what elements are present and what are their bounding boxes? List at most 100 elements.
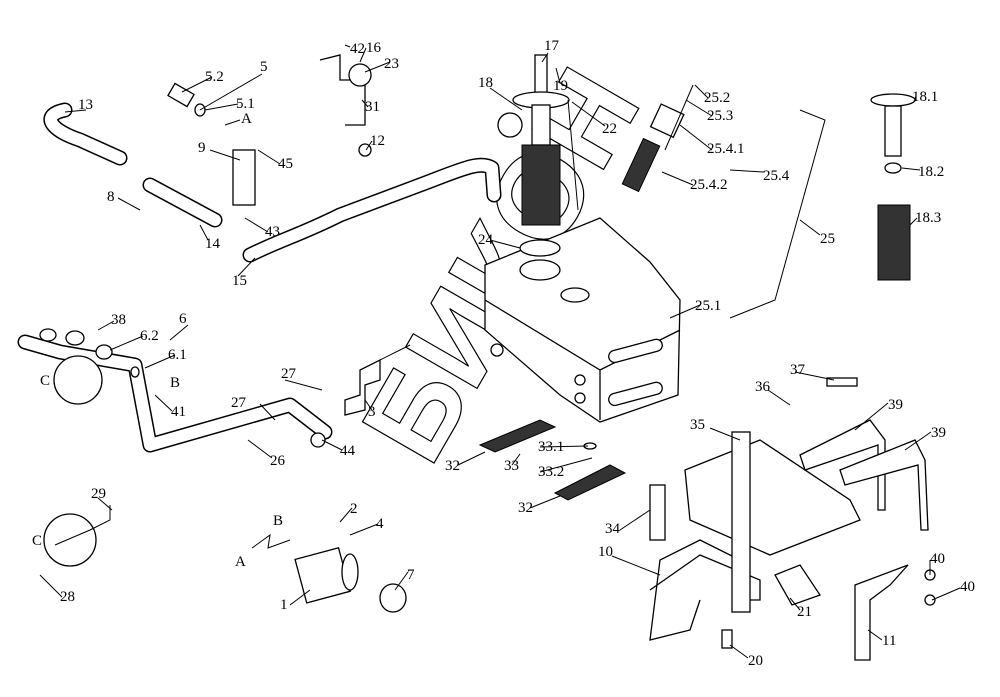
pump-1 [251,533,407,613]
leader-line [767,389,791,406]
callout-18-1: 18.1 [912,89,938,105]
callout-32: 32 [518,500,533,516]
leader-line [339,507,353,523]
callout-33-1: 33.1 [538,439,564,455]
leader-line [729,169,765,173]
leader-line [199,224,209,241]
leader-line [789,597,801,611]
leader-line [457,451,486,466]
fuel-tank [484,217,681,423]
leader-line [679,124,713,151]
callout-27: 27 [231,395,247,411]
nut-44 [310,432,326,448]
callout-25-1: 25.1 [695,298,721,314]
leader-line [259,403,276,421]
leader-line [154,394,173,412]
leader-line [619,509,651,531]
callout-13: 13 [78,97,93,113]
callout-20: 20 [748,653,763,669]
leader-line [555,67,561,84]
callout-A: A [241,111,252,127]
filler-25.4 [621,84,694,193]
callout-8: 8 [107,189,115,205]
leader-line [247,439,273,459]
callout-25: 25 [820,231,835,247]
callout-6: 6 [179,311,187,327]
callout-5: 5 [260,59,268,75]
leader-line [729,644,749,659]
callout-18-3: 18.3 [915,210,941,226]
filler-18 [497,54,570,257]
leader-line [931,587,961,601]
leader-line [359,47,367,63]
bracket-3 [344,358,381,416]
callout-23: 23 [384,56,399,72]
callout-25-2: 25.2 [704,90,730,106]
callout-A: A [235,554,246,570]
leader-line [394,571,409,591]
callout-4: 4 [376,516,384,532]
leader-line [204,103,239,111]
leader-line [571,101,606,127]
callout-C: C [32,533,42,549]
callout-39: 39 [888,397,903,413]
leader-line [541,52,549,63]
brace-25 [729,109,826,319]
callout-33: 33 [504,458,519,474]
leader-line [199,73,263,111]
detail-circle-c2 [43,513,97,567]
leader-line [364,61,391,73]
callout-33-2: 33.2 [538,464,564,480]
callout-6-1: 6.1 [168,347,187,363]
callout-35: 35 [690,417,705,433]
callout-5-2: 5.2 [205,69,224,85]
leader-line [794,371,835,381]
callout-14: 14 [205,236,221,252]
callout-17: 17 [544,38,560,54]
leader-line [224,119,241,126]
callout-2: 2 [350,501,358,517]
leader-line [661,171,694,186]
callout-29: 29 [91,486,106,502]
callout-25-3: 25.3 [707,108,733,124]
leader-line [901,167,921,171]
callout-27: 27 [281,366,297,382]
callout-5-1: 5.1 [236,96,255,112]
clamp-23 [348,63,372,87]
callout-B: B [273,513,283,529]
callout-B: B [170,375,180,391]
leader-line [539,445,589,448]
callout-11: 11 [882,633,896,649]
clamp-29 [54,505,111,546]
leader-line [511,453,521,466]
leader-line [97,497,113,511]
strip-32b [553,464,627,501]
leader-line [321,439,343,451]
callout-19: 19 [553,78,568,94]
callout-21: 21 [797,604,812,620]
callout-39: 39 [931,425,946,441]
callout-22: 22 [602,121,617,137]
callout-25-4.1: 25.4.1 [707,141,745,157]
leader-line [144,354,176,369]
callout-28: 28 [60,589,75,605]
parts [17,54,936,661]
callout-40: 40 [930,551,945,567]
callout-9: 9 [198,140,206,156]
callout-24: 24 [478,232,494,248]
leader-line [344,44,351,48]
leader-line [169,324,189,341]
filler-18.1-18.3 [870,93,916,281]
callout-31: 31 [365,99,380,115]
leader-line [365,140,373,151]
dipstick-22 [567,99,579,211]
leader-line [289,589,311,606]
leader-line [904,431,932,451]
leader-line [109,335,144,351]
callout-18: 18 [478,75,493,91]
leader-line [611,555,661,576]
leader-line [694,84,709,99]
pipe-41 [17,334,333,453]
